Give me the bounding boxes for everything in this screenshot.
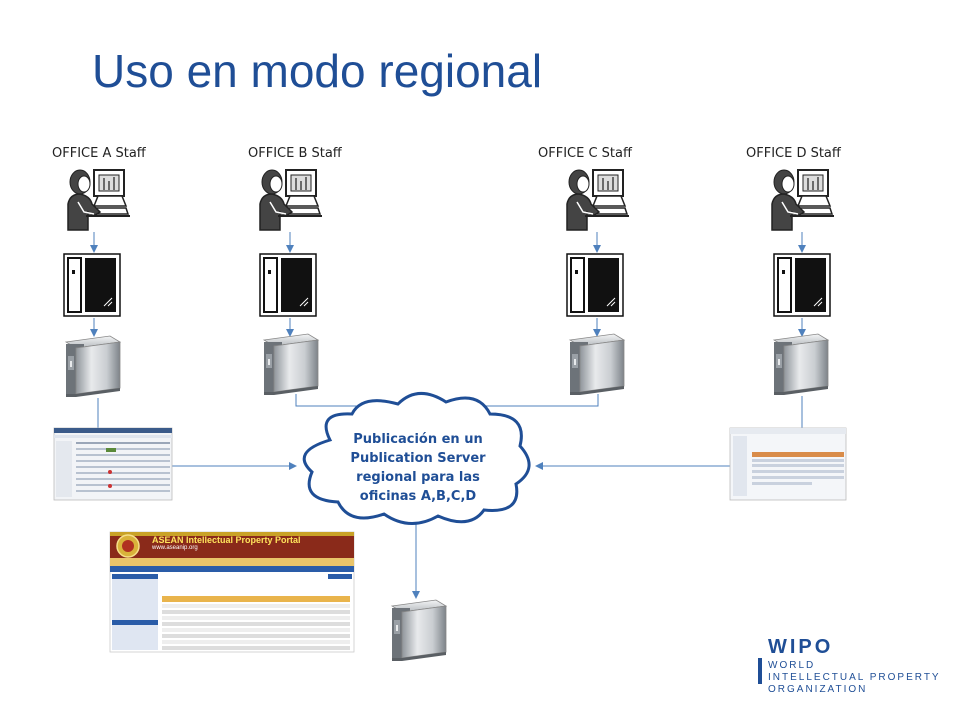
cloud-line-3: regional para las [356, 470, 480, 485]
office-b-staff-icon [259, 169, 323, 231]
office-a-server-icon [65, 335, 121, 398]
portal-title: ASEAN Intellectual Property Portal [152, 535, 301, 545]
office-c-label: OFFICE C Staff [538, 146, 632, 161]
office-c-server-icon [569, 333, 625, 396]
office-d-staff-icon [771, 169, 835, 231]
office-d-server-icon [773, 333, 829, 396]
portal-url: www.aseanip.org [152, 545, 198, 551]
wipo-line-2: INTELLECTUAL PROPERTY [768, 672, 941, 683]
regional-server-icon [391, 599, 447, 662]
wipo-line-3: ORGANIZATION [768, 684, 868, 695]
office-a-label: OFFICE A Staff [52, 146, 146, 161]
wipo-logo: WIPO [768, 636, 834, 658]
office-b-label: OFFICE B Staff [248, 146, 342, 161]
cloud-line-4: oficinas A,B,C,D [359, 489, 477, 504]
office-c-application-icon [566, 253, 624, 317]
office-c-staff-icon [566, 169, 630, 231]
office-d-label: OFFICE D Staff [746, 146, 841, 161]
cloud-line-1: Publicación en un [353, 432, 483, 447]
cloud-line-2: Publication Server [350, 451, 486, 466]
publication-cloud [302, 392, 531, 525]
office-d-application-icon [773, 253, 831, 317]
office-b-application-icon [259, 253, 317, 317]
cloud-text: Publicación en un Publication Server reg… [330, 430, 506, 506]
slide-title: Uso en modo regional [92, 45, 543, 97]
office-d-screenshot [729, 427, 847, 501]
asean-portal-screenshot [109, 531, 355, 653]
wipo-logo-bar [758, 658, 762, 684]
wipo-line-1: WORLD [768, 660, 816, 671]
office-a-screenshot [53, 427, 173, 501]
office-a-application-icon [63, 253, 121, 317]
office-b-server-icon [263, 333, 319, 396]
office-a-staff-icon [67, 169, 131, 231]
